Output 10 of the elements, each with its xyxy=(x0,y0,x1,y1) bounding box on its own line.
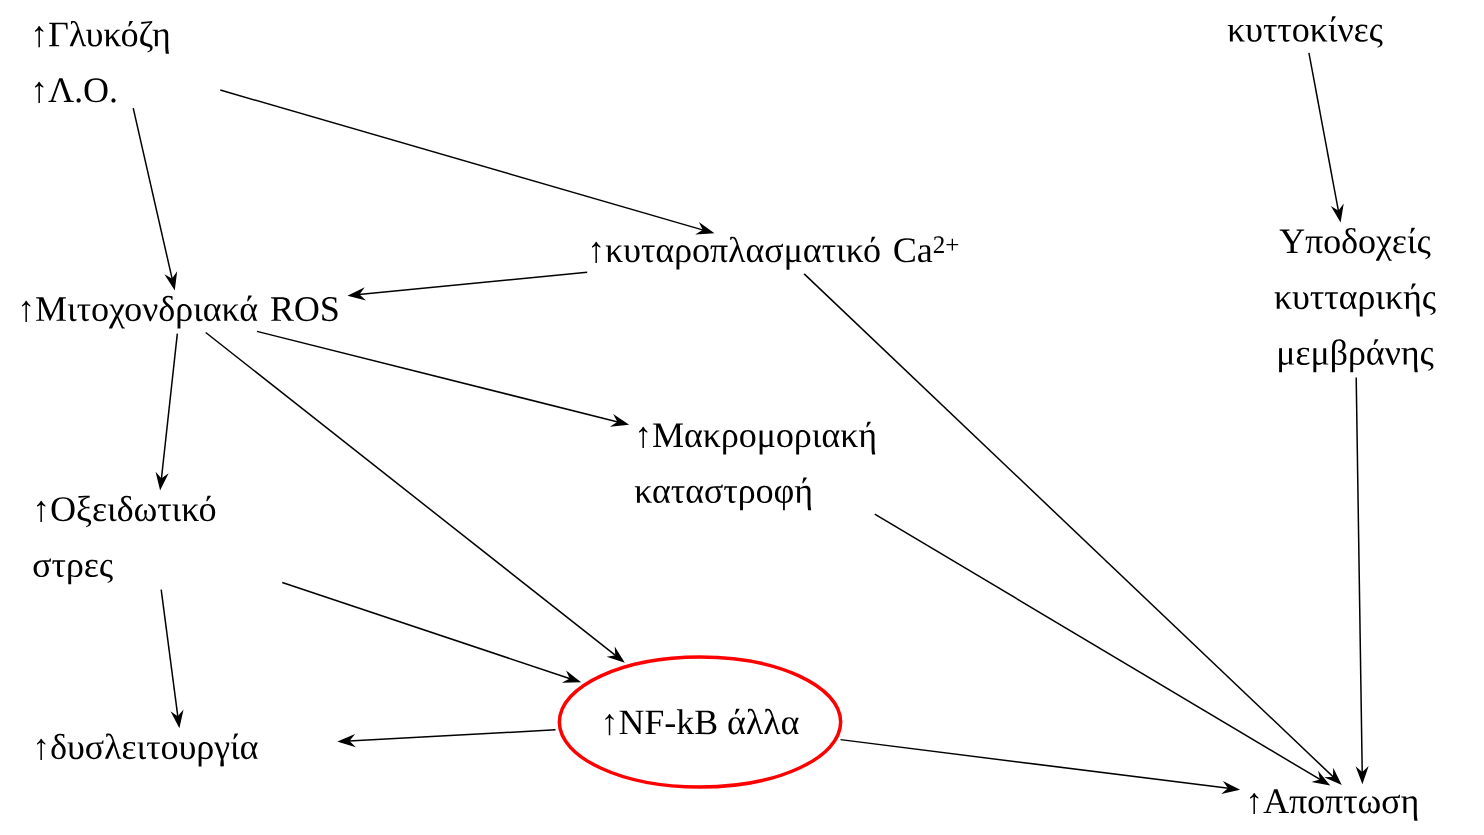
node-text: ↑Μακρομοριακή καταστροφή xyxy=(634,421,876,511)
node-text: ↑Αποπτωση xyxy=(1250,789,1418,821)
node-text: Υποδοχείς κυτταρικής μεμβράνης xyxy=(1274,227,1436,373)
node-text: ↑δυσλειτουργία xyxy=(36,733,258,767)
circled-label: ↑NF-kB άλλα xyxy=(557,655,843,789)
node-text: ↑κυταροπλασματικό Ca$^{2+}$ xyxy=(591,236,959,270)
node-text: ↑Οξειδωτικό στρες xyxy=(33,495,216,585)
node-text: ↑Μιτοχονδριακά ROS xyxy=(21,295,338,329)
node-text: ↑Γλυκόζη ↑Λ.Ο. xyxy=(34,20,169,104)
node-text: κυττοκίνες xyxy=(1227,16,1383,48)
